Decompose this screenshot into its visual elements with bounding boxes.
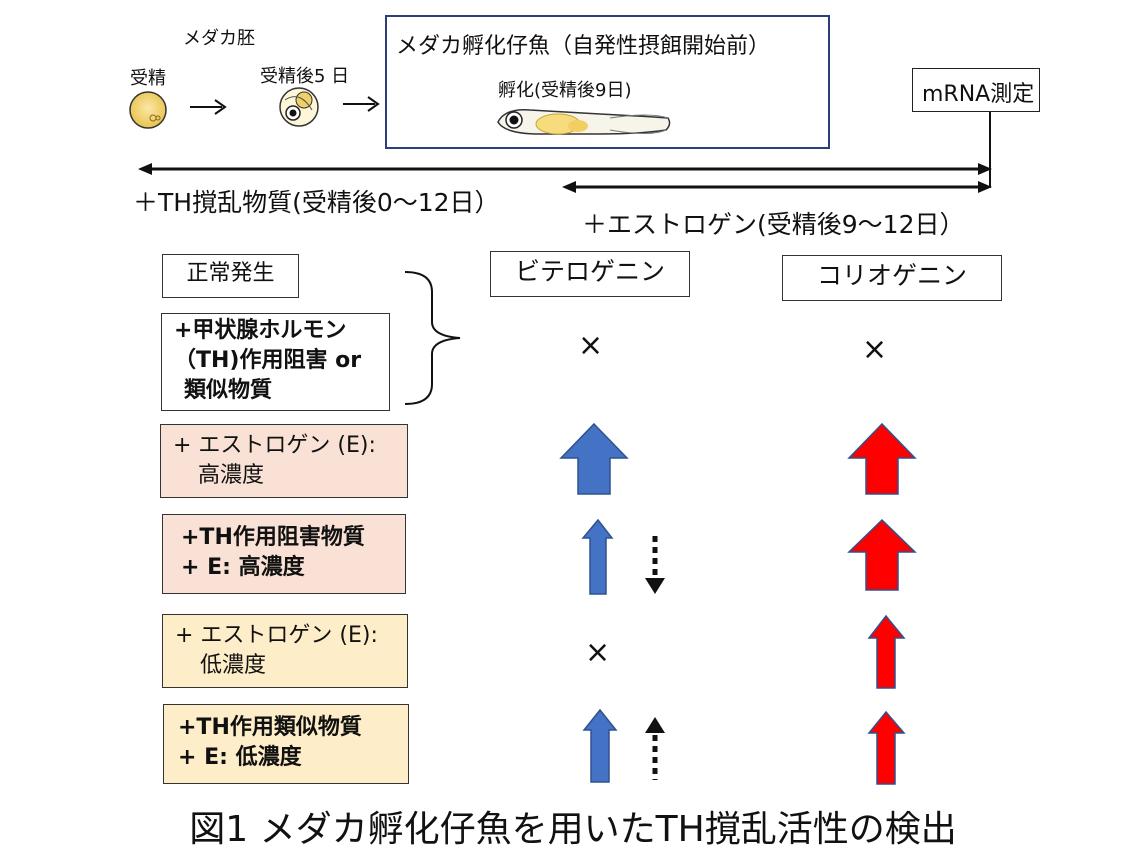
th-mimic-e-low-line1: +TH作用類似物質 bbox=[178, 715, 362, 740]
vitellogenin-up-arrow-medium bbox=[581, 518, 614, 595]
e-high-line2: 高濃度 bbox=[198, 463, 265, 488]
th-exposure-label: ＋TH撹乱物質(受精後0〜12日） bbox=[133, 188, 500, 217]
stage-arrow-1 bbox=[190, 99, 227, 115]
th-inhib-e-high-line1: +TH作用阻害物質 bbox=[181, 525, 365, 550]
th-inhibit-line3: 類似物質 bbox=[184, 378, 273, 403]
larva-fish-icon bbox=[497, 109, 671, 135]
mrna-measure-box bbox=[912, 68, 1040, 112]
e-high-box: + エストロゲン (E): 高濃度 bbox=[160, 424, 408, 498]
hatched-larva-box bbox=[385, 15, 830, 149]
choriogenin-header: コリオゲニン bbox=[782, 255, 1002, 301]
larva-title: メダカ孵化仔魚（自発性摂餌開始前） bbox=[396, 34, 771, 59]
e-high-line1: + エストロゲン (E): bbox=[173, 433, 376, 458]
vitellogenin-up-arrow-large bbox=[559, 422, 629, 495]
estrogen-exposure-timeline bbox=[562, 181, 992, 193]
egg-fertilized-icon bbox=[129, 91, 167, 129]
stage-arrow-2 bbox=[343, 96, 380, 112]
e-low-line1: + エストロゲン (E): bbox=[175, 623, 378, 648]
e-low-line2: 低濃度 bbox=[200, 653, 267, 678]
th-inhibit-line2: （TH)作用阻害 or bbox=[174, 348, 362, 373]
vitellogenin-up-arrow-small bbox=[582, 708, 618, 783]
choriogenin-up-arrow-large bbox=[847, 422, 917, 495]
e-low-box: + エストロゲン (E): 低濃度 bbox=[162, 614, 408, 688]
vitellogenin-up-dotted-arrow bbox=[645, 717, 665, 780]
vitellogenin-none-mark-1: × bbox=[578, 328, 604, 363]
th-inhib-e-high-box: +TH作用阻害物質 + E: 高濃度 bbox=[162, 514, 406, 594]
estrogen-exposure-label: ＋エストロゲン(受精後9〜12日） bbox=[582, 210, 965, 239]
vitellogenin-none-mark-2: × bbox=[585, 635, 611, 670]
choriogenin-up-arrow-small bbox=[867, 614, 906, 689]
hatch-label: 孵化(受精後9日) bbox=[498, 80, 632, 101]
normal-label: 正常発生 bbox=[186, 261, 275, 286]
vitellogenin-header: ビテロゲニン bbox=[490, 251, 690, 297]
choriogenin-none-mark-1: × bbox=[862, 332, 888, 367]
embryo-title: メダカ胚 bbox=[183, 28, 255, 49]
th-inhib-e-high-line2: + E: 高濃度 bbox=[181, 555, 305, 580]
choriogenin-up-arrow-small-2 bbox=[867, 710, 906, 785]
figure-caption: 図1 メダカ孵化仔魚を用いたTH撹乱活性の検出 bbox=[189, 809, 957, 850]
th-inhibit-line1: +甲状腺ホルモン bbox=[174, 318, 347, 343]
th-mimic-e-low-box: +TH作用類似物質 + E: 低濃度 bbox=[163, 704, 409, 784]
egg-day5-icon bbox=[279, 87, 319, 127]
bracket-brace bbox=[404, 271, 461, 405]
th-inhibit-box: +甲状腺ホルモン （TH)作用阻害 or 類似物質 bbox=[161, 313, 390, 411]
normal-condition-box: 正常発生 bbox=[162, 254, 299, 298]
choriogenin-up-arrow-large-2 bbox=[847, 518, 917, 591]
fertilization-label: 受精 bbox=[130, 68, 166, 89]
th-exposure-timeline bbox=[138, 163, 992, 175]
day5-label: 受精後5 日 bbox=[260, 66, 350, 87]
mrna-label: mRNA測定 bbox=[922, 82, 1035, 107]
vitellogenin-down-dotted-arrow bbox=[645, 536, 665, 594]
th-mimic-e-low-line2: + E: 低濃度 bbox=[178, 745, 302, 770]
